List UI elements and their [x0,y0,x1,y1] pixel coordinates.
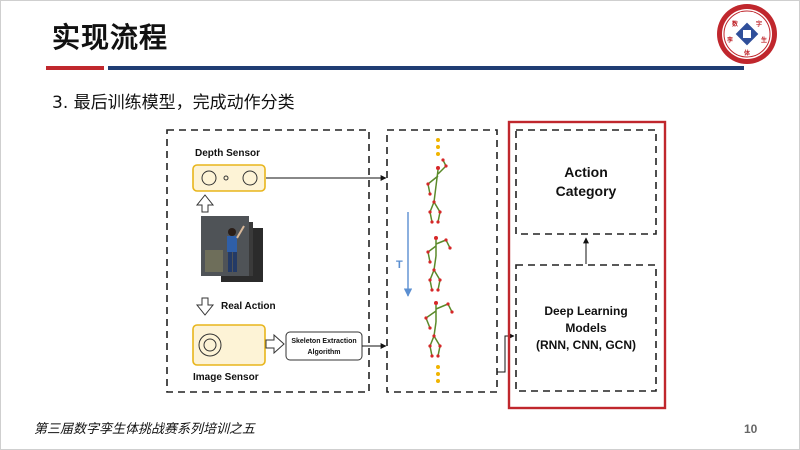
image-sensor-lens-inner [203,338,217,352]
photo-person-arm [236,225,245,239]
image-sensor-label: Image Sensor [193,372,259,383]
sequence-dot-top-2 [436,145,440,149]
logo-center-square [743,30,751,38]
title-rule-blue [108,66,744,70]
skeleton-extraction-label-line2: Algorithm [307,349,340,356]
sequence-dot-bottom-3 [436,379,440,383]
real-action-label: Real Action [221,301,276,312]
depth-sensor-emitter [223,175,229,181]
deep-learning-models-box [515,264,657,392]
models-label-line1: Deep Learning [544,304,627,318]
models-label-line2: Models [565,321,607,335]
skeleton-sequence-box [386,129,498,393]
sequence-dot-bottom-2 [436,372,440,376]
photo-person-head [228,228,236,236]
slide-title: 实现流程 [52,21,169,54]
models-label-line3: (RNN, CNN, GCN) [536,338,636,352]
logo-inner-ring [723,10,771,58]
sensor-stage-box [166,129,370,393]
logo-char-2: 字 [756,20,762,28]
competition-logo: 2021 数 字 孪 生 体 [717,4,777,64]
photo-person-leg-left [228,252,232,272]
title-rule-red [46,66,104,70]
logo-char-1: 数 [732,20,739,28]
depth-sensor-device [192,164,266,192]
sequence-dot-top-3 [436,152,440,156]
logo-year: 2021 [739,12,755,19]
logo-char-4: 生 [761,36,767,44]
photo-person-torso [227,236,237,252]
image-sensor-device [192,324,266,366]
page-number: 10 [744,422,758,436]
slide-footer: 第三届数字孪生体挑战赛系列培训之五 [34,422,256,437]
image-sensor-lens-outer [198,333,222,357]
slide-subtitle: 3. 最后训练模型，完成动作分类 [52,93,295,113]
skeleton-joints-3 [424,301,454,358]
logo-char-5: 体 [744,49,751,57]
depth-sensor-lens-right [242,170,258,186]
skeleton-figure-1 [427,159,447,223]
sequence-dot-bottom-1 [436,365,440,369]
time-axis-label: T [396,259,403,271]
sequence-to-models-arrow [497,333,515,373]
photo-background-plant [205,250,223,272]
logo-char-3: 孪 [727,36,733,44]
hollow-right-arrow [265,333,285,355]
skeleton-extraction-label-line1: Skeleton Extraction [291,338,356,345]
action-category-label-line2: Category [556,183,617,199]
depth-sensor-lens-left [201,170,217,186]
skeleton-joints-2 [426,236,452,292]
skeleton-figure-2 [427,239,451,291]
hollow-down-arrow [195,297,215,316]
skeleton-figure-3 [425,303,453,357]
action-category-box [515,129,657,235]
skeleton-joints-1 [426,158,448,224]
depth-sensor-label: Depth Sensor [195,148,260,159]
highlight-box [507,120,667,410]
action-category-label-line1: Action [564,164,608,180]
hollow-up-arrow [195,194,215,213]
sequence-dot-top-1 [436,138,440,142]
real-action-photos [201,216,263,282]
photo-person-leg-right [233,252,237,272]
